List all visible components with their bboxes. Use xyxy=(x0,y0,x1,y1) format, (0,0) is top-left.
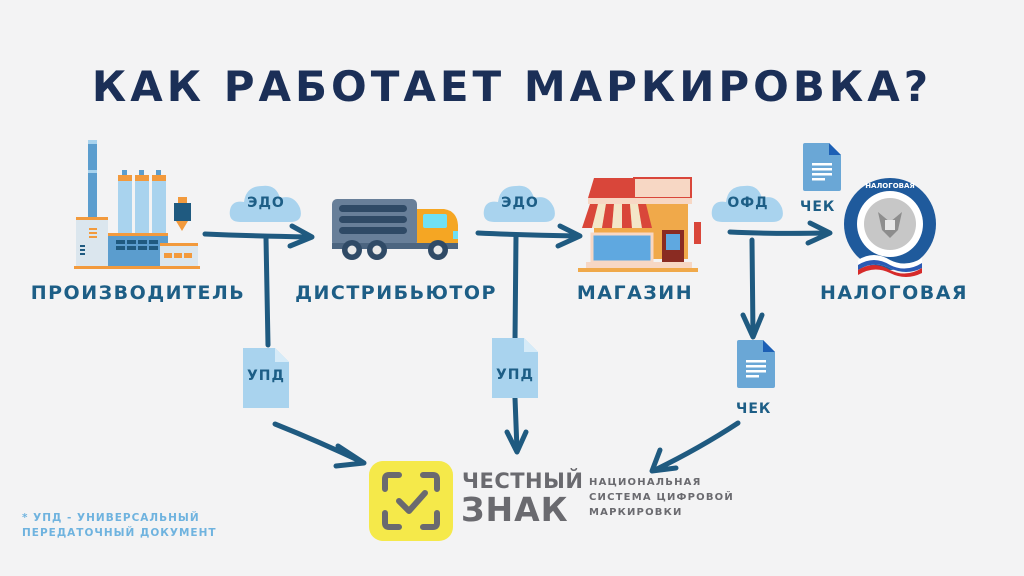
arrow-store-tax xyxy=(727,229,831,236)
arrow-store-check xyxy=(749,237,756,338)
arrow-upd-znak-diag xyxy=(272,421,365,465)
check-document-icon-top xyxy=(803,143,841,191)
footnote: * УПД - УНИВЕРСАЛЬНЫЙ ПЕРЕДАТОЧНЫЙ ДОКУМ… xyxy=(22,512,217,539)
chestny-znak-subtitle: НАЦИОНАЛЬНАЯ СИСТЕМА ЦИФРОВОЙ МАРКИРОВКИ xyxy=(589,477,734,518)
arrow-producer-distributor xyxy=(202,231,313,240)
store-icon xyxy=(578,177,701,272)
cloud-edo-1-label: ЭДО xyxy=(247,195,285,211)
label-tax: НАЛОГОВАЯ xyxy=(819,282,969,304)
chestny-znak-line2: ЗНАК xyxy=(461,490,569,529)
upd-label-1: УПД xyxy=(247,368,285,384)
emblem-text: НАЛОГОВАЯ xyxy=(865,182,915,190)
cloud-edo-1 xyxy=(229,185,301,222)
cloud-edo-2 xyxy=(483,185,555,222)
cloud-ofd-label: ОФД xyxy=(727,195,769,211)
check-label-top: ЧЕК xyxy=(800,199,836,215)
chestny-znak-logo xyxy=(369,461,453,541)
check-frame-icon xyxy=(382,472,440,530)
arrow-upd-znak xyxy=(512,395,520,453)
tax-service-emblem-icon: НАЛОГОВАЯ xyxy=(844,178,936,277)
label-store: МАГАЗИН xyxy=(576,282,694,304)
page-title: КАК РАБОТАЕТ МАРКИРОВКА? xyxy=(91,62,933,111)
cloud-ofd xyxy=(711,185,783,222)
label-distributor: ДИСТРИБЬЮТОР xyxy=(295,282,497,304)
upd-document-icon-2 xyxy=(492,338,538,398)
factory-icon xyxy=(74,140,200,269)
check-label-bottom: ЧЕК xyxy=(736,401,772,417)
check-document-icon-bottom xyxy=(737,340,775,388)
label-producer: ПРОИЗВОДИТЕЛЬ xyxy=(30,282,246,304)
chestny-znak-line1: ЧЕСТНЫЙ xyxy=(462,469,584,493)
arrow-producer-upd xyxy=(263,235,271,348)
upd-document-icon-1 xyxy=(243,348,289,408)
upd-label-2: УПД xyxy=(496,367,534,383)
arrow-distributor-store xyxy=(475,230,581,239)
arrow-check-znak xyxy=(652,420,741,473)
arrow-distributor-upd xyxy=(512,233,519,343)
cloud-edo-2-label: ЭДО xyxy=(501,195,539,211)
truck-icon xyxy=(332,199,458,260)
